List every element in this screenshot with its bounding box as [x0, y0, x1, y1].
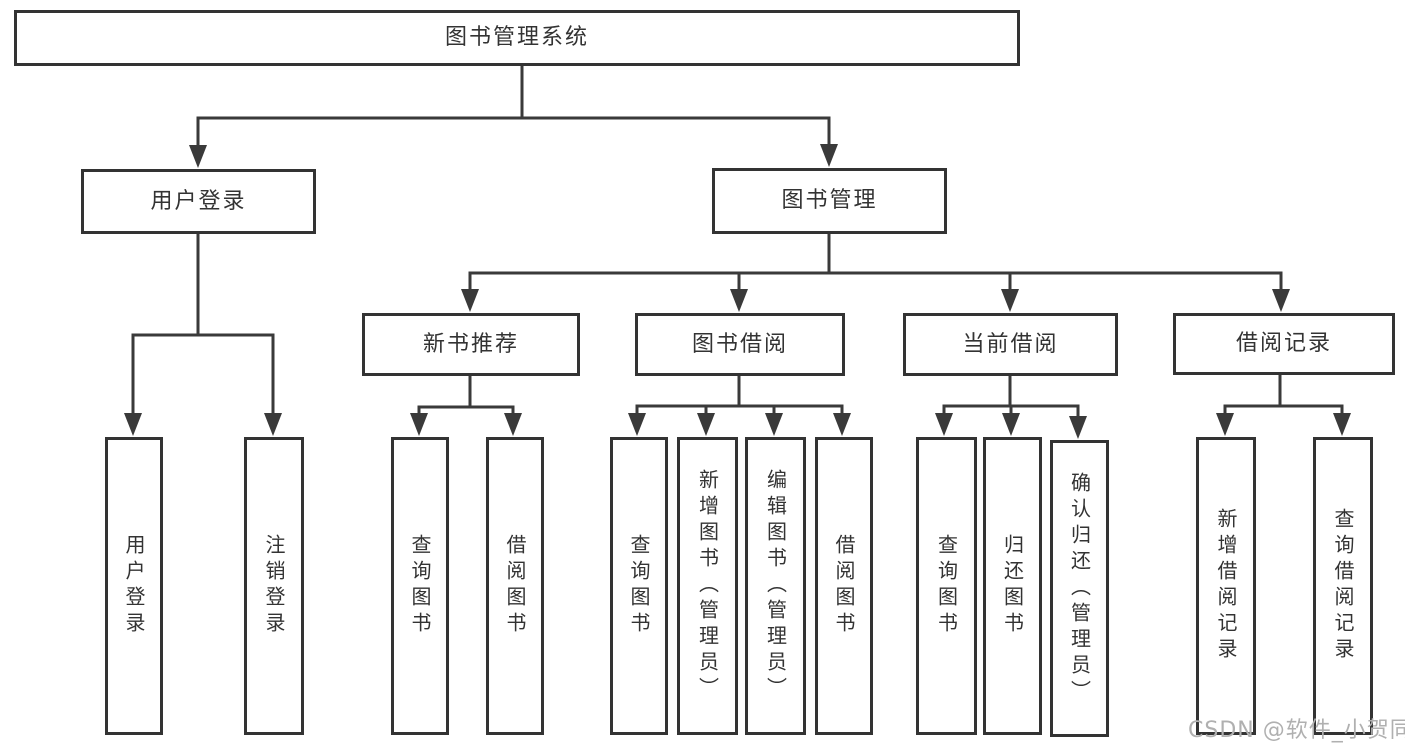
node-root: 图书管理系统 [14, 10, 1020, 66]
leaf-query-book-recommend: 查询图书 [391, 437, 449, 735]
leaf-add-borrow-record: 新增借阅记录 [1196, 437, 1256, 735]
node-borrow-records-label: 借阅记录 [1235, 331, 1332, 356]
leaf-return-book: 归还图书 [983, 437, 1042, 735]
node-book-borrow-label: 图书借阅 [691, 331, 788, 357]
node-book-borrow: 图书借阅 [635, 313, 845, 376]
csdn-watermark: CSDN @软件_小贺同学 [1188, 718, 1405, 743]
arrowheads [124, 144, 1351, 439]
leaf-query-borrow-record: 查询借阅记录 [1313, 437, 1373, 735]
node-user-login-label: 用户登录 [150, 188, 247, 214]
leaf-logout-login: 注销登录 [244, 437, 304, 735]
node-book-management: 图书管理 [712, 168, 947, 234]
leaf-add-book-admin: 新增图书（管理员） [677, 437, 738, 735]
leaf-borrow-book: 借阅图书 [815, 437, 873, 735]
node-new-book-recommend-label: 新书推荐 [422, 331, 519, 357]
node-book-management-label: 图书管理 [781, 188, 878, 213]
node-new-book-recommend: 新书推荐 [362, 313, 580, 376]
node-current-borrow-label: 当前借阅 [962, 331, 1059, 357]
leaf-query-book-current: 查询图书 [916, 437, 977, 735]
connector-lines [131, 63, 1344, 420]
leaf-borrow-book-recommend: 借阅图书 [486, 437, 544, 735]
leaf-edit-book-admin: 编辑图书（管理员） [745, 437, 806, 735]
node-current-borrow: 当前借阅 [903, 313, 1118, 376]
leaf-query-book-borrow: 查询图书 [610, 437, 668, 735]
node-user-login: 用户登录 [81, 169, 316, 234]
node-borrow-records: 借阅记录 [1173, 313, 1395, 375]
leaf-user-login: 用户登录 [105, 437, 163, 735]
node-root-label: 图书管理系统 [444, 25, 589, 50]
leaf-confirm-return-admin: 确认归还（管理员） [1050, 440, 1109, 737]
